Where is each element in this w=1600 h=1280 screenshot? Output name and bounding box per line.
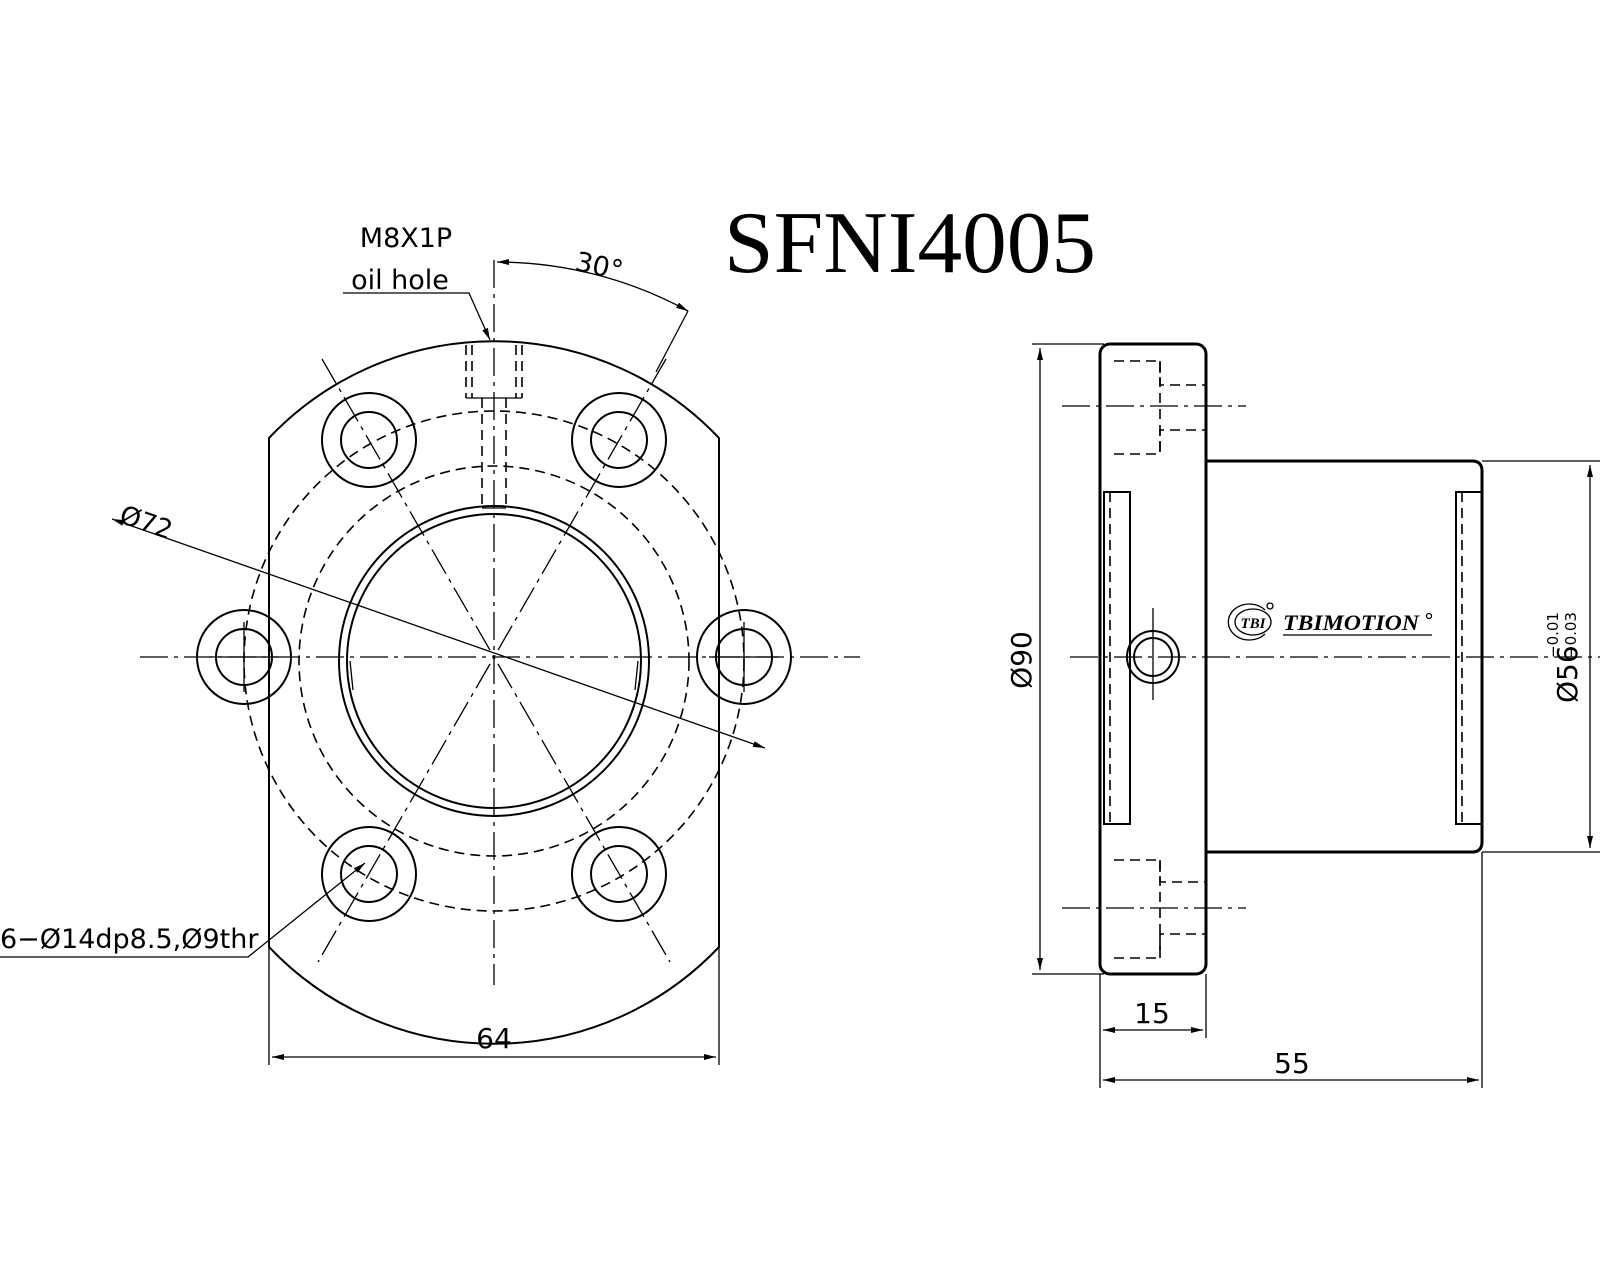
front-view: 64 Ø72 6−Ø14dp8.5,Ø9thr M8X1P oil hole 3…	[0, 223, 860, 1065]
side-flange	[1098, 342, 1208, 976]
bolt-hole	[321, 826, 417, 922]
seal-groove-right	[1455, 491, 1483, 825]
side-bolt-hole-hidden	[1062, 360, 1246, 455]
oil-hole-hidden	[465, 345, 523, 509]
bolt-hole	[571, 826, 667, 922]
holes-callout-leader	[0, 862, 366, 958]
flange-dia-dimension: Ø90	[1005, 631, 1038, 689]
oil-hole-label: oil hole	[351, 265, 449, 296]
bolt-hole	[321, 392, 417, 488]
tbimotion-logo: TBI TBIMOTION	[1227, 602, 1433, 641]
seal-groove-left	[1103, 491, 1131, 825]
body-dia-dimension: Ø56	[1551, 645, 1584, 703]
holes-callout: 6−Ø14dp8.5,Ø9thr	[0, 924, 259, 955]
bolt-hole	[696, 609, 792, 705]
body-tol-lower: −0.03	[1562, 612, 1580, 658]
logo-name: TBIMOTION	[1283, 610, 1420, 635]
logo-mark: TBI	[1240, 616, 1266, 632]
side-bolt-hole-hidden	[1062, 859, 1246, 959]
flat-width-dimension: 64	[476, 1022, 512, 1055]
flange-thick-dimension: 15	[1134, 997, 1170, 1030]
angle-arc	[496, 259, 689, 312]
bolt-hole	[571, 392, 667, 488]
bolt-circle-dimension: Ø72	[116, 500, 176, 546]
side-view: Ø90 Ø56 −0.01 −0.03 15 55 TBI TBIMOTION	[1005, 342, 1600, 1088]
drawing-title: SFNI4005	[724, 195, 1096, 292]
bolt-hole	[196, 609, 292, 705]
angle-label: 30°	[573, 247, 626, 287]
body-tol-upper: −0.01	[1544, 612, 1562, 658]
oil-hole-thread: M8X1P	[360, 223, 452, 254]
total-length-dimension: 55	[1274, 1047, 1310, 1080]
oil-hole-leader	[343, 292, 491, 341]
bolt-circle-dimension-line	[111, 518, 766, 749]
